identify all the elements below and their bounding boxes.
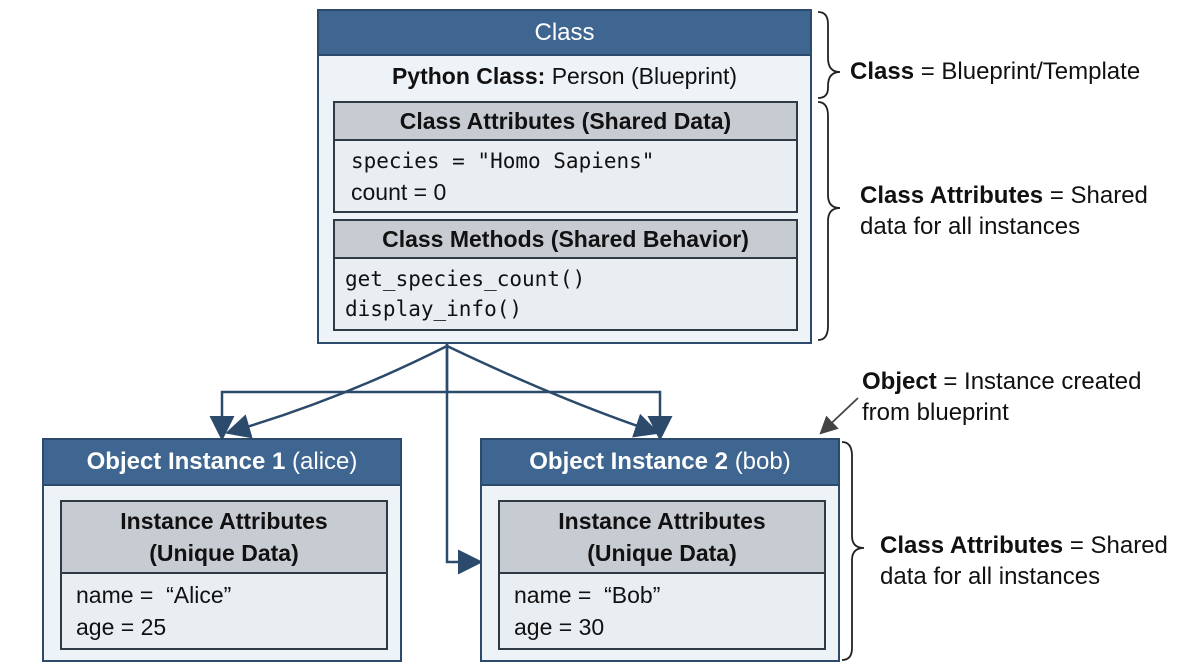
instance-1-attributes-title-line1: Instance Attributes	[120, 508, 328, 534]
class-note-term: Class	[850, 58, 915, 85]
instance-2-age-attribute: age = 30	[514, 614, 605, 640]
object-note-text1: = Instance created	[936, 368, 1142, 395]
count-attribute: count = 0	[351, 179, 447, 205]
instance-2-attributes-title-line1: Instance Attributes	[558, 508, 766, 534]
instance-2-box: Object Instance 2 (bob) Instance Attribu…	[480, 438, 840, 662]
object-pointer-arrow	[819, 397, 859, 435]
arrow-curve-to-instance-1	[225, 344, 448, 439]
object-note-term: Object	[862, 368, 937, 395]
instance-1-attributes-title: Instance Attributes (Unique Data)	[62, 502, 386, 574]
class-attributes-note-text2: data for all instances	[860, 213, 1081, 240]
annotation-braces	[817, 11, 865, 661]
class-header: Class	[319, 11, 810, 56]
instance-attributes-note: Class Attributes = Shared data for all i…	[880, 530, 1168, 592]
class-header-label: Class	[534, 19, 595, 46]
instance-2-attributes-box: Instance Attributes (Unique Data) name =…	[498, 500, 826, 650]
instance-attributes-note-text1: = Shared	[1063, 532, 1168, 559]
class-attributes-note-text1: = Shared	[1043, 182, 1148, 209]
object-note-text2: from blueprint	[862, 399, 1009, 426]
class-attributes-title: Class Attributes (Shared Data)	[335, 103, 796, 141]
instance-1-attributes-box: Instance Attributes (Unique Data) name =…	[60, 500, 388, 650]
instance-1-header: Object Instance 1 (alice)	[44, 440, 400, 486]
python-class-value: Person (Blueprint)	[551, 63, 738, 89]
instance-1-name: (alice)	[292, 448, 358, 475]
arrow-curve-to-instance-2	[446, 344, 660, 438]
instance-1-name-attribute: name = “Alice”	[76, 582, 232, 608]
instance-1-attributes-title-line2: (Unique Data)	[149, 540, 299, 566]
class-methods-title: Class Methods (Shared Behavior)	[335, 221, 796, 259]
class-methods-box: Class Methods (Shared Behavior) get_spec…	[333, 219, 798, 331]
class-attributes-box: Class Attributes (Shared Data) species =…	[333, 101, 798, 213]
method-get-species-count: get_species_count()	[345, 267, 586, 291]
brace-class	[817, 11, 841, 99]
arrow-to-instance-1	[209, 344, 449, 441]
instance-2-name-attribute: name = “Bob”	[514, 582, 661, 608]
instance-1-age-attribute: age = 25	[76, 614, 167, 640]
instance-2-name: (bob)	[734, 448, 791, 475]
species-attribute: species = "Homo Sapiens"	[351, 149, 655, 173]
class-attributes-note: Class Attributes = Shared data for all i…	[860, 180, 1148, 242]
class-box: Class Python Class: Person (Blueprint) C…	[317, 9, 812, 344]
python-class-line: Python Class: Person (Blueprint)	[319, 63, 810, 90]
class-attributes-note-term: Class Attributes	[860, 182, 1044, 209]
brace-instance	[841, 441, 865, 661]
instance-1-box: Object Instance 1 (alice) Instance Attri…	[42, 438, 402, 662]
brace-class-attributes	[817, 101, 841, 341]
object-note: Object = Instance created from blueprint	[862, 366, 1141, 428]
arrow-to-instance-2-side	[445, 344, 483, 575]
method-display-info: display_info()	[345, 297, 523, 321]
inheritance-arrows	[209, 344, 673, 575]
instance-2-header: Object Instance 2 (bob)	[482, 440, 838, 486]
instance-2-title: Object Instance 2	[529, 448, 729, 475]
instance-1-title: Object Instance 1	[86, 448, 286, 475]
instance-attributes-note-text2: data for all instances	[880, 563, 1101, 590]
arrow-to-instance-2	[447, 390, 673, 441]
class-note-text: = Blueprint/Template	[914, 58, 1141, 85]
instance-2-attributes-title: Instance Attributes (Unique Data)	[500, 502, 824, 574]
instance-attributes-note-term: Class Attributes	[880, 532, 1064, 559]
instance-2-attributes-title-line2: (Unique Data)	[587, 540, 737, 566]
python-class-label: Python Class:	[391, 63, 546, 89]
class-note: Class = Blueprint/Template	[850, 56, 1140, 87]
